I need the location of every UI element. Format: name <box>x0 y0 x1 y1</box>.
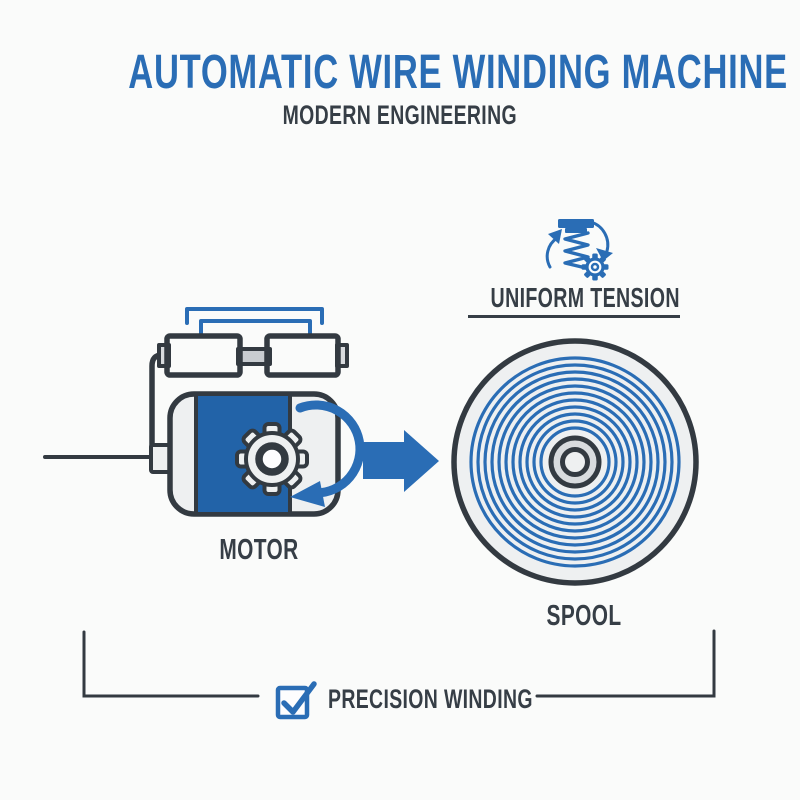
tension-roller-right <box>264 333 341 378</box>
down-arrow-arc <box>589 220 610 253</box>
spool-axle-hole <box>560 447 590 477</box>
wire-winding-ring <box>525 412 625 512</box>
spring-with-arrows-and-gear-icon <box>545 219 613 281</box>
inner-guide-bracket <box>199 319 312 336</box>
wire-winding-ring <box>518 405 632 519</box>
wire-winding-ring <box>511 398 639 526</box>
precision-winding-callout: PRECISION WINDING <box>273 676 613 722</box>
footer-bracket-left <box>82 630 260 698</box>
wire-winding-ring <box>483 370 667 554</box>
wire-winding-ring <box>490 377 660 547</box>
uniform-tension-label: UNIFORM TENSION <box>450 282 690 314</box>
spring-cap-neck <box>565 228 587 233</box>
rotation-arrowhead <box>290 481 325 507</box>
motor-label: MOTOR <box>179 534 339 567</box>
up-arrowhead <box>548 229 562 244</box>
motor-assembly-illustration <box>43 307 365 517</box>
spool-windings <box>469 356 681 568</box>
wire-winding-ring <box>497 384 653 540</box>
wire-winding-ring <box>504 391 646 533</box>
footer-bracket-right <box>535 629 716 698</box>
down-arrowhead <box>596 248 613 261</box>
small-gear-icon <box>581 253 609 281</box>
gear-icon <box>235 422 309 496</box>
right-arrow-icon <box>363 430 439 492</box>
clockwise-rotation-arrow-icon <box>295 400 365 498</box>
uniform-tension-text: UNIFORM TENSION <box>490 282 680 313</box>
wire-winding-ring <box>539 426 611 498</box>
feed-pipe <box>149 352 165 450</box>
page-subtitle: MODERN ENGINEERING <box>0 100 800 131</box>
spring-cap <box>558 219 594 228</box>
up-arrow-arc <box>545 236 559 269</box>
wire-winding-ring <box>532 419 618 505</box>
page-title-text: AUTOMATIC WIRE WINDING MACHINE <box>128 46 788 99</box>
spool-label-text: SPOOL <box>546 600 622 632</box>
outer-guide-bracket <box>185 307 324 325</box>
tension-underline <box>468 315 680 318</box>
spool-label: SPOOL <box>504 600 664 633</box>
page-title: AUTOMATIC WIRE WINDING MACHINE <box>0 45 800 100</box>
precision-winding-text: PRECISION WINDING <box>328 683 533 714</box>
spring-coil <box>563 231 590 270</box>
footer-bracket <box>82 629 716 698</box>
checked-checkbox-icon <box>275 681 317 720</box>
wire-winding-ring <box>476 363 674 561</box>
tension-roller-left <box>164 333 243 378</box>
spool-illustration <box>451 338 699 586</box>
motor-label-text: MOTOR <box>219 534 299 566</box>
wire-winding-ring <box>469 356 681 568</box>
page-subtitle-text: MODERN ENGINEERING <box>282 100 518 130</box>
